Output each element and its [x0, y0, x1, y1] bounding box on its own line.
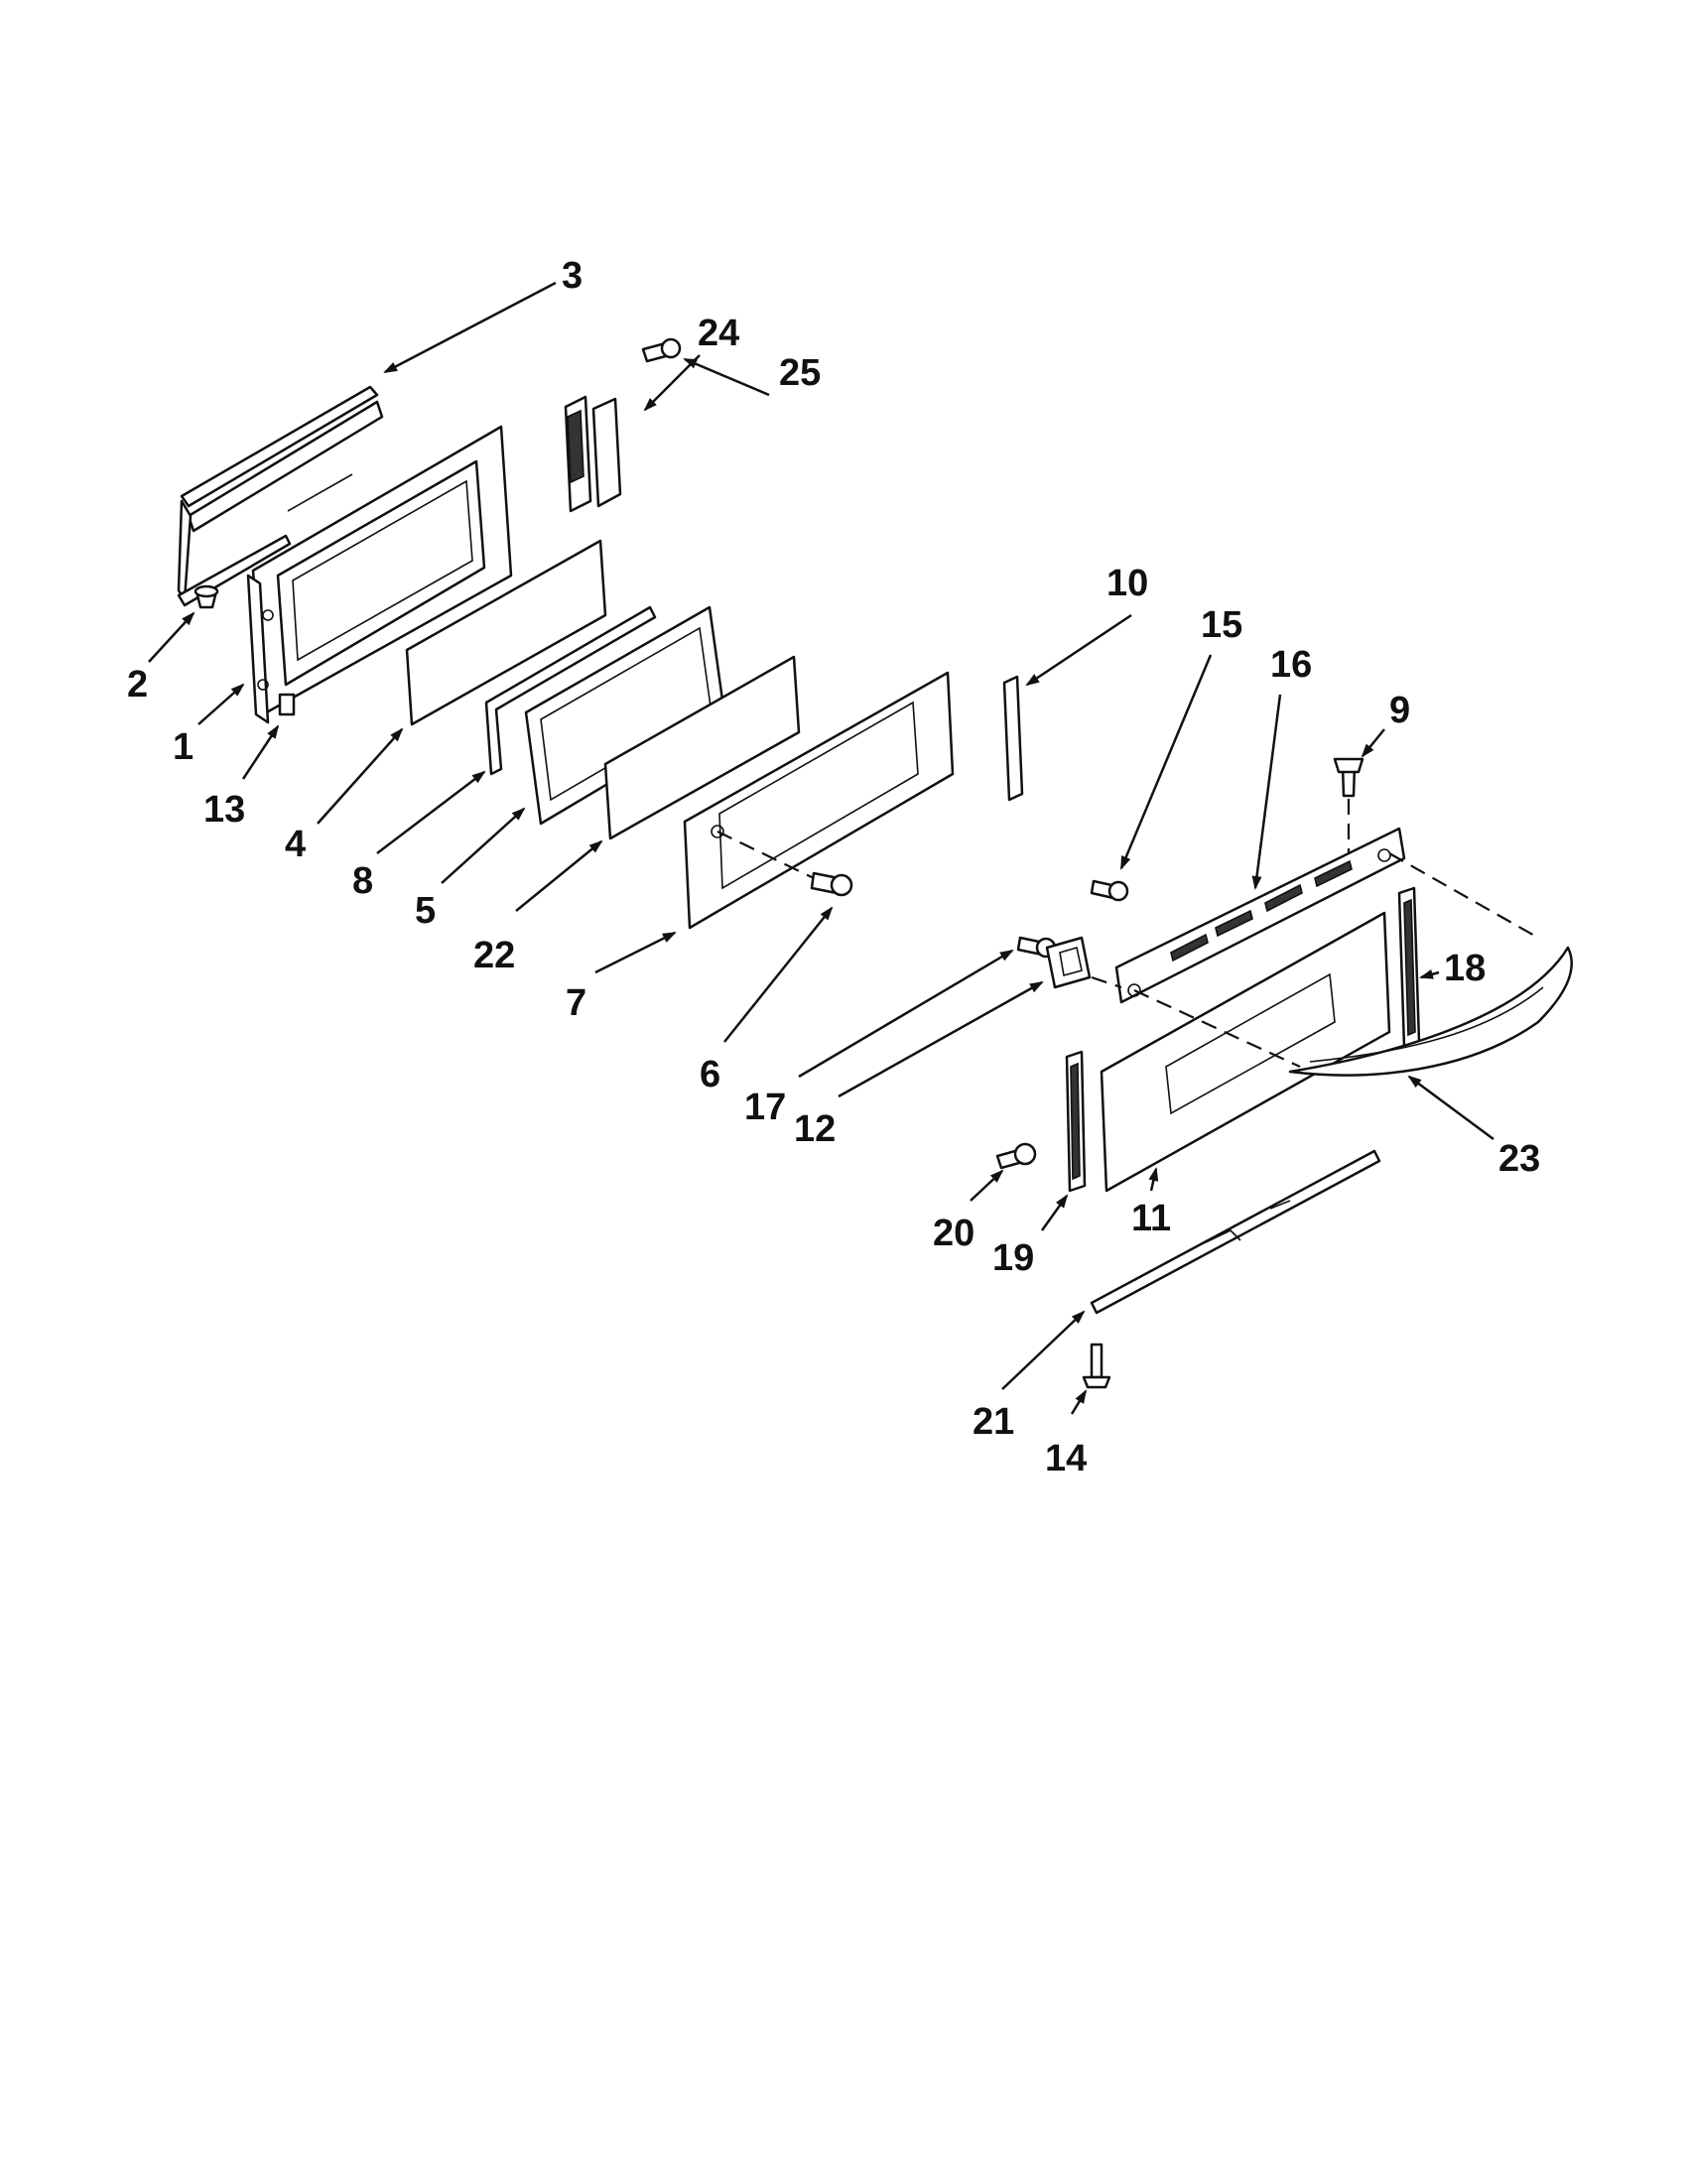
part-2-bumper — [194, 584, 219, 609]
callout-21: 21 — [973, 1401, 1014, 1443]
callout-3: 3 — [562, 255, 583, 297]
callout-22: 22 — [473, 935, 515, 976]
leader-20 — [970, 1169, 1004, 1202]
part-24-hinge — [564, 395, 622, 513]
leader-7 — [594, 931, 677, 974]
leader-21 — [1001, 1310, 1086, 1390]
latch-assembly-line — [1091, 975, 1122, 989]
part-4-glass-panel — [405, 539, 607, 726]
part-11-outer-door-panel — [1100, 911, 1391, 1193]
leader-8 — [376, 770, 486, 854]
callout-23: 23 — [1498, 1138, 1540, 1180]
leader-17 — [798, 949, 1014, 1079]
leader-22 — [515, 839, 603, 912]
part-20-screw — [995, 1142, 1037, 1170]
part-19-side-trim — [1065, 1050, 1087, 1193]
part-16-vent-trim — [1114, 827, 1406, 1004]
part-12-latch-bracket — [1045, 936, 1092, 989]
callout-7: 7 — [566, 982, 586, 1024]
leader-15 — [1119, 654, 1213, 870]
leader-5 — [441, 807, 526, 884]
leader-10 — [1025, 613, 1132, 687]
leader-16 — [1251, 694, 1282, 890]
callout-4: 4 — [285, 824, 306, 865]
callout-17: 17 — [744, 1087, 786, 1128]
leader-lines — [148, 281, 1494, 1415]
leader-12 — [838, 980, 1044, 1098]
leader-1 — [197, 683, 245, 725]
part-10-bracket — [1002, 675, 1024, 802]
callout-9: 9 — [1389, 690, 1410, 731]
part-7-outer-panel — [683, 671, 955, 930]
leader-9 — [1361, 728, 1385, 758]
leader-2 — [148, 611, 195, 663]
part-6-screw — [810, 871, 853, 897]
leader-4 — [317, 727, 404, 825]
callout-6: 6 — [700, 1054, 720, 1095]
leader-24 — [643, 354, 701, 412]
leader-13 — [241, 724, 280, 780]
callout-18: 18 — [1444, 948, 1486, 989]
callout-12: 12 — [794, 1108, 836, 1150]
handle-assembly-line-upper — [1388, 852, 1539, 939]
part-25-screw — [641, 337, 682, 363]
callout-10: 10 — [1106, 563, 1148, 604]
callout-8: 8 — [352, 860, 373, 902]
callout-2: 2 — [127, 664, 148, 706]
callout-20: 20 — [933, 1213, 974, 1254]
leader-3 — [383, 281, 557, 374]
part-18-side-trim — [1397, 886, 1421, 1049]
leader-11 — [1148, 1167, 1159, 1192]
callout-5: 5 — [415, 890, 436, 932]
part-15-screw — [1090, 879, 1129, 902]
leader-25 — [683, 357, 770, 397]
callout-11: 11 — [1131, 1198, 1171, 1239]
part-8-glass-pack-spacer — [484, 605, 657, 776]
callout-19: 19 — [992, 1237, 1034, 1279]
part-1-inner-door-frame — [246, 425, 513, 724]
callout-13: 13 — [203, 789, 245, 831]
handle-assembly-line-lower — [1133, 989, 1301, 1068]
leader-6 — [723, 906, 834, 1043]
part-22-glass — [603, 655, 801, 840]
part-21-bottom-trim — [1090, 1149, 1381, 1315]
part-13-clip — [278, 693, 296, 716]
leader-14 — [1070, 1389, 1088, 1415]
leader-23 — [1407, 1075, 1494, 1141]
leader-19 — [1040, 1194, 1069, 1231]
callout-14: 14 — [1045, 1438, 1087, 1479]
callout-24: 24 — [698, 313, 739, 354]
screw-6-assembly-line — [716, 831, 815, 879]
callout-1: 1 — [173, 726, 194, 768]
part-14-screw — [1082, 1343, 1111, 1389]
leader-18 — [1419, 968, 1440, 979]
callout-labels: 3 24 25 2 1 13 4 8 5 22 7 6 10 15 16 9 1… — [127, 255, 1540, 1479]
callout-16: 16 — [1270, 644, 1312, 686]
callout-15: 15 — [1201, 604, 1242, 646]
part-23-handle — [1288, 946, 1573, 1077]
part-9-screw — [1333, 757, 1364, 798]
part-17-screw — [1016, 936, 1057, 959]
callout-25: 25 — [779, 352, 821, 394]
